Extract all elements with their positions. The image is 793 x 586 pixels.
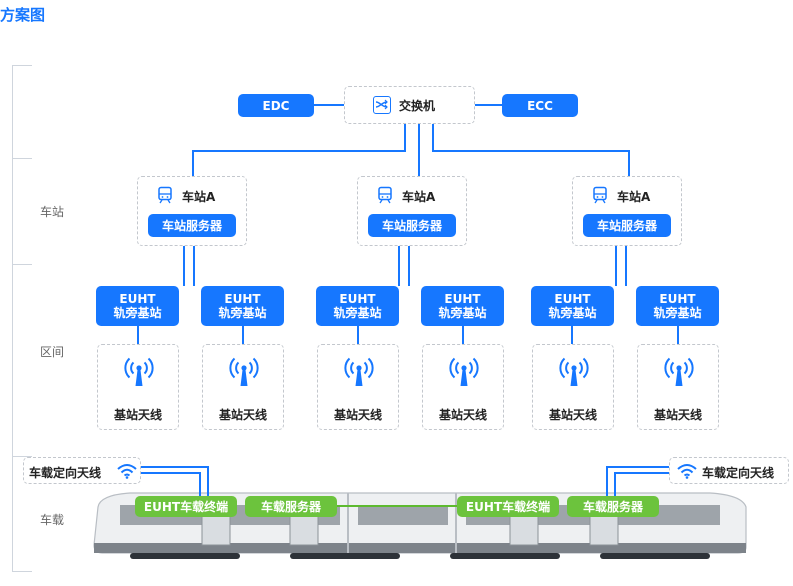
vehicle-server[interactable]: 车载服务器	[245, 496, 337, 517]
lane-divider	[12, 158, 32, 159]
broadcast-antenna-icon	[121, 353, 157, 389]
lane-divider	[12, 456, 32, 457]
connector	[606, 466, 608, 496]
ecc-node[interactable]: ECC	[502, 94, 578, 117]
connector	[404, 124, 406, 152]
connector	[606, 466, 669, 468]
connector	[614, 472, 616, 496]
station-name: 车站A	[617, 190, 651, 204]
station-server[interactable]: 车站服务器	[148, 214, 236, 237]
trackside-base-station[interactable]: EUHT 轨旁基站	[201, 286, 284, 326]
antenna-node[interactable]: 基站天线	[532, 344, 614, 430]
station-name: 车站A	[402, 190, 436, 204]
connector	[137, 326, 139, 344]
connector	[141, 466, 209, 468]
connector	[314, 104, 346, 106]
trackside-base-station[interactable]: EUHT 轨旁基站	[421, 286, 504, 326]
broadcast-antenna-icon	[661, 353, 697, 389]
connector	[193, 246, 195, 286]
connector	[357, 326, 359, 344]
euht-vehicle-terminal[interactable]: EUHT车载终端	[135, 496, 237, 517]
switch-node[interactable]: 交换机	[344, 86, 475, 124]
connector	[141, 472, 201, 474]
connector	[614, 472, 669, 474]
lane-axis	[12, 65, 13, 571]
antenna-node[interactable]: 基站天线	[422, 344, 504, 430]
antenna-label: 基站天线	[333, 408, 382, 422]
station-node[interactable]: 车站A 车站服务器	[572, 176, 682, 246]
broadcast-antenna-icon	[556, 353, 592, 389]
connector	[571, 326, 573, 344]
connector	[199, 472, 201, 496]
connector	[432, 150, 630, 152]
edc-node[interactable]: EDC	[238, 94, 314, 117]
connector	[625, 246, 627, 286]
wifi-icon	[116, 463, 138, 479]
lane-label-station: 车站	[40, 205, 65, 219]
euht-vehicle-terminal[interactable]: EUHT车载终端	[457, 496, 559, 517]
switch-label: 交换机	[399, 99, 436, 113]
antenna-node[interactable]: 基站天线	[202, 344, 284, 430]
connector	[398, 246, 400, 286]
connector	[677, 326, 679, 344]
train-station-icon	[156, 186, 174, 204]
station-name: 车站A	[182, 190, 216, 204]
antenna-label: 基站天线	[438, 408, 487, 422]
connector	[408, 246, 410, 286]
station-node[interactable]: 车站A 车站服务器	[357, 176, 467, 246]
antenna-node[interactable]: 基站天线	[317, 344, 399, 430]
vehicle-antenna-right[interactable]: 车载定向天线	[669, 457, 789, 484]
trackside-base-station[interactable]: EUHT 轨旁基站	[96, 286, 179, 326]
antenna-label: 基站天线	[218, 408, 267, 422]
connector	[207, 466, 209, 496]
train-station-icon	[376, 186, 394, 204]
train-station-icon	[591, 186, 609, 204]
vehicle-antenna-label: 车载定向天线	[702, 466, 775, 480]
vehicle-link	[337, 505, 457, 507]
antenna-label: 基站天线	[548, 408, 597, 422]
connector	[628, 150, 630, 176]
vehicle-antenna-left[interactable]: 车载定向天线	[23, 457, 141, 484]
trackside-base-station[interactable]: EUHT 轨旁基站	[531, 286, 614, 326]
trackside-base-station[interactable]: EUHT 轨旁基站	[316, 286, 399, 326]
lane-label-section: 区间	[40, 345, 65, 359]
connector	[474, 104, 502, 106]
connector	[615, 246, 617, 286]
lane-divider	[12, 264, 32, 265]
broadcast-antenna-icon	[341, 353, 377, 389]
lane-label-vehicle: 车载	[40, 513, 65, 527]
antenna-label: 基站天线	[653, 408, 702, 422]
lane-divider	[12, 571, 32, 572]
station-server[interactable]: 车站服务器	[583, 214, 671, 237]
switch-icon	[373, 96, 391, 114]
wifi-icon	[676, 463, 698, 479]
vehicle-antenna-label: 车载定向天线	[29, 466, 102, 480]
trackside-base-station[interactable]: EUHT 轨旁基站	[636, 286, 719, 326]
antenna-node[interactable]: 基站天线	[97, 344, 179, 430]
station-node[interactable]: 车站A 车站服务器	[137, 176, 247, 246]
broadcast-antenna-icon	[446, 353, 482, 389]
vehicle-server[interactable]: 车载服务器	[567, 496, 659, 517]
connector	[432, 124, 434, 152]
connector	[242, 326, 244, 344]
page-title: 方案图	[0, 6, 46, 24]
connector	[192, 150, 194, 176]
station-server[interactable]: 车站服务器	[368, 214, 456, 237]
connector	[183, 246, 185, 286]
antenna-node[interactable]: 基站天线	[637, 344, 719, 430]
antenna-label: 基站天线	[113, 408, 162, 422]
broadcast-antenna-icon	[226, 353, 262, 389]
connector	[418, 124, 420, 176]
connector	[192, 150, 406, 152]
lane-divider	[12, 65, 32, 66]
connector	[462, 326, 464, 344]
